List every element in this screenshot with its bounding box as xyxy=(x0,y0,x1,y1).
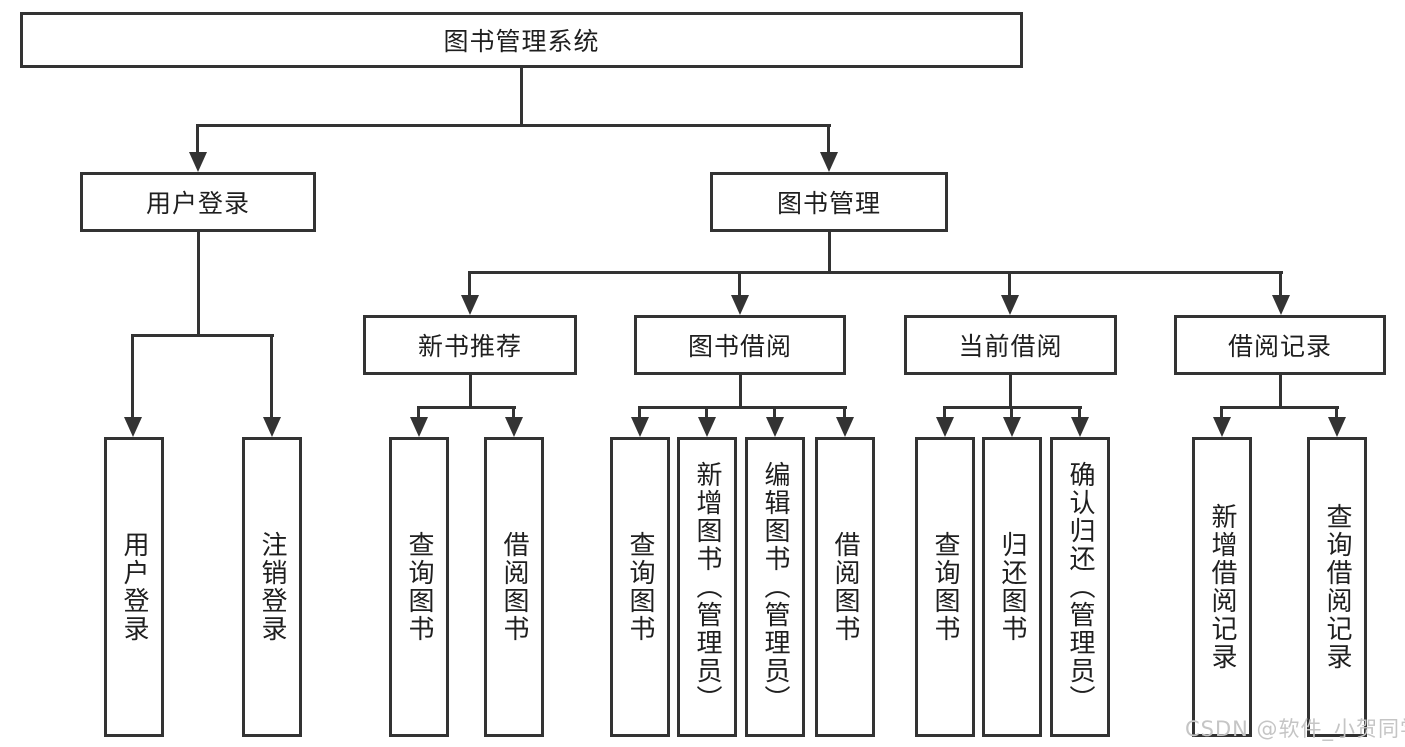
connector-arrow xyxy=(631,406,649,437)
leaf-query-borrow-record: 查询借阅记录 xyxy=(1307,437,1367,737)
connector-arrow xyxy=(698,406,716,437)
leaf-borrow-books-recommend: 借阅图书 xyxy=(484,437,544,737)
leaf-confirm-return-admin: 确认归还（管理员） xyxy=(1050,437,1110,737)
connector-line xyxy=(197,124,831,127)
node-book-borrowing: 图书借阅 xyxy=(634,315,846,375)
connector-line xyxy=(197,232,200,337)
connector-arrow xyxy=(936,406,954,437)
node-book-management: 图书管理 xyxy=(710,172,948,232)
leaf-query-books-borrowing: 查询图书 xyxy=(610,437,670,737)
csdn-watermark: CSDN @软件_小贺同学 xyxy=(1185,717,1405,741)
connector-arrow xyxy=(410,406,428,437)
connector-arrow xyxy=(1272,271,1290,315)
connector-arrow xyxy=(1071,406,1089,437)
leaf-edit-books-admin: 编辑图书（管理员） xyxy=(745,437,805,737)
connector-arrow xyxy=(820,124,838,172)
connector-line xyxy=(739,375,742,409)
node-user-login: 用户登录 xyxy=(80,172,316,232)
leaf-return-books: 归还图书 xyxy=(982,437,1042,737)
connector-line xyxy=(1279,375,1282,409)
connector-arrow xyxy=(505,406,523,437)
connector-line xyxy=(132,334,274,337)
leaf-query-books-current: 查询图书 xyxy=(915,437,975,737)
connector-line xyxy=(944,406,1082,409)
connector-line xyxy=(828,232,831,274)
leaf-add-borrow-record: 新增借阅记录 xyxy=(1192,437,1252,737)
connector-line xyxy=(469,271,1283,274)
connector-line xyxy=(520,66,523,126)
connector-arrow xyxy=(1003,406,1021,437)
leaf-user-login: 用户登录 xyxy=(104,437,164,737)
leaf-add-books-admin: 新增图书（管理员） xyxy=(677,437,737,737)
connector-line xyxy=(639,406,847,409)
connector-arrow xyxy=(766,406,784,437)
connector-arrow xyxy=(1001,271,1019,315)
connector-line xyxy=(469,375,472,409)
connector-arrow xyxy=(124,334,142,437)
connector-arrow xyxy=(461,271,479,315)
connector-arrow xyxy=(1328,406,1346,437)
connector-line xyxy=(418,406,516,409)
connector-arrow xyxy=(189,124,207,172)
leaf-borrow-books: 借阅图书 xyxy=(815,437,875,737)
connector-line xyxy=(1009,375,1012,409)
leaf-query-books-recommend: 查询图书 xyxy=(389,437,449,737)
connector-arrow xyxy=(836,406,854,437)
connector-line xyxy=(1221,406,1339,409)
node-library-management-system: 图书管理系统 xyxy=(20,12,1023,68)
node-current-borrowing: 当前借阅 xyxy=(904,315,1117,375)
node-borrowing-records: 借阅记录 xyxy=(1174,315,1386,375)
leaf-logout: 注销登录 xyxy=(242,437,302,737)
connector-arrow xyxy=(263,334,281,437)
connector-arrow xyxy=(1213,406,1231,437)
node-new-book-recommend: 新书推荐 xyxy=(363,315,577,375)
connector-arrow xyxy=(731,271,749,315)
